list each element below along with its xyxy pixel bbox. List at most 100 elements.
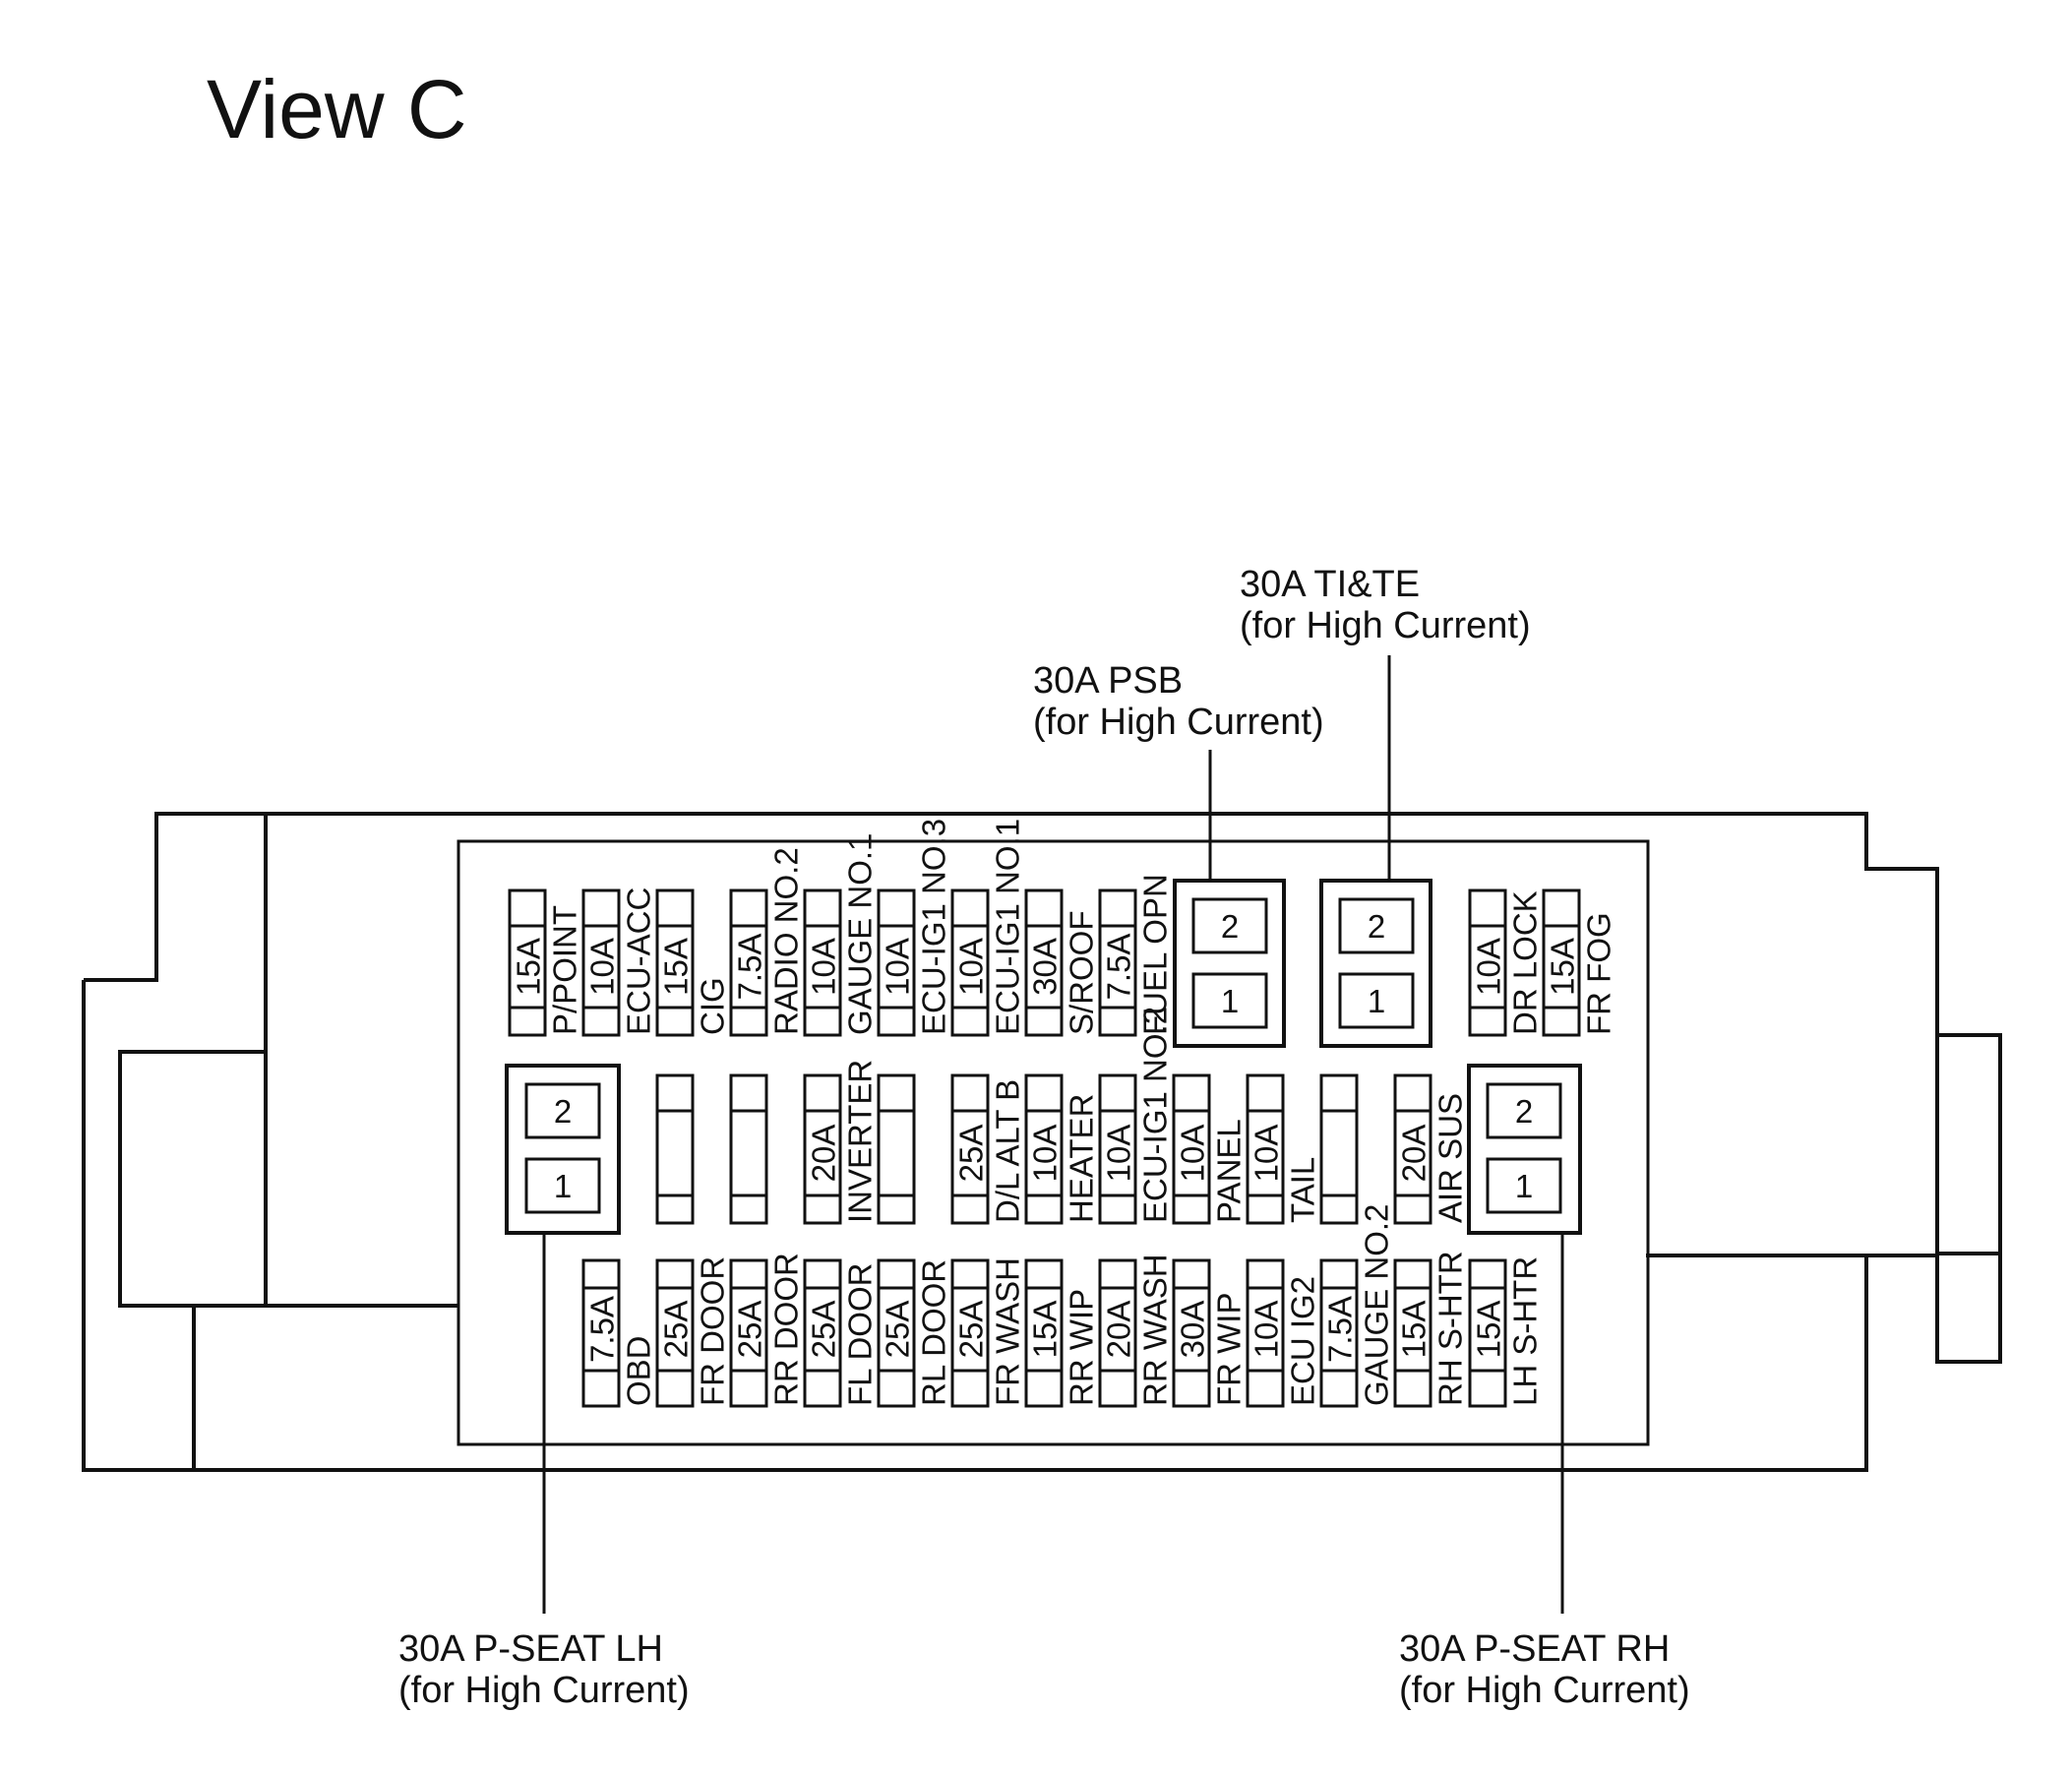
fuse-name-label: FR DOOR [695, 1256, 731, 1406]
view-title: View C [207, 63, 467, 155]
pseat-rh-relay[interactable]: 2 1 [1467, 1064, 1582, 1235]
relay-slot-1-number: 1 [554, 1168, 572, 1204]
fuse-name-label: RH S-HTR [1432, 1251, 1469, 1406]
fuse-name-label: ECU-ACC [621, 888, 657, 1035]
pseat-rh-callout-line2: (for High Current) [1399, 1670, 1690, 1711]
fuse-rating: 15A [1396, 1301, 1432, 1359]
fuse-box-housing [82, 812, 2002, 1472]
fuse-name-label: GAUGE NO.2 [1359, 1204, 1395, 1406]
relay-slot-1-number: 1 [1515, 1168, 1533, 1204]
fuse-name-label: FUEL OPN [1137, 874, 1174, 1035]
fuse-rating: 25A [732, 1301, 768, 1359]
fuse-spare-middle-2[interactable] [729, 1073, 768, 1225]
fuse-name-label: DR LOCK [1507, 890, 1544, 1035]
fuse-name-label: OBD [621, 1335, 657, 1406]
relay-slot-2-number: 2 [1221, 908, 1239, 945]
fuse-rating: 20A [1396, 1125, 1432, 1183]
fuse-rating: 15A [511, 938, 547, 996]
fuse-name-label: RR WIP [1064, 1289, 1100, 1406]
fuse-rating: 25A [658, 1301, 695, 1359]
fuse-name-label: HEATER [1064, 1094, 1100, 1223]
fuse-name-label: AIR SUS [1432, 1093, 1469, 1223]
fuse-name-label: INVERTER [842, 1060, 879, 1223]
fuse-rating: 15A [658, 938, 695, 996]
tite-callout: 30A TI&TE (for High Current) [1240, 564, 1531, 646]
fuse-name-label: TAIL [1285, 1157, 1321, 1223]
fuse-name-label: D/L ALT B [990, 1079, 1026, 1223]
pseat-rh-callout: 30A P-SEAT RH (for High Current) [1399, 1628, 1690, 1711]
tite-callout-line1: 30A TI&TE [1240, 564, 1420, 605]
fuse-name-label: FL DOOR [842, 1263, 879, 1406]
pseat-lh-relay[interactable]: 2 1 [505, 1064, 621, 1235]
fuse-name-label: FR FOG [1581, 912, 1617, 1035]
fuse-rating: 30A [1175, 1301, 1211, 1359]
fuse-spare-middle-1[interactable] [655, 1073, 695, 1225]
relay-slot-1-number: 1 [1368, 983, 1385, 1019]
pseat-lh-callout-line1: 30A P-SEAT LH [398, 1628, 663, 1670]
psb-callout-line1: 30A PSB [1033, 660, 1183, 702]
fuse-name-label: CIG [695, 977, 731, 1035]
pseat-lh-callout: 30A P-SEAT LH (for High Current) [398, 1628, 690, 1711]
fuse-rating: 30A [1027, 938, 1064, 996]
fuse-name-label: ECU-IG1 NO.1 [990, 819, 1026, 1035]
fuse-name-label: FR WASH [990, 1257, 1026, 1406]
fuse-rating: 10A [1101, 1125, 1137, 1183]
fuse-rating: 10A [1249, 1125, 1285, 1183]
fuse-rating: 10A [1249, 1301, 1285, 1359]
fuse-name-label: ECU IG2 [1285, 1276, 1321, 1406]
fuse-name-label: RR DOOR [768, 1253, 805, 1406]
fuse-rating: 10A [880, 938, 916, 996]
fuse-rating: 7.5A [584, 1296, 621, 1363]
fuse-name-label: LH S-HTR [1507, 1256, 1544, 1406]
fuse-spare-middle-4[interactable] [877, 1073, 916, 1225]
fuse-name-label: S/ROOF [1064, 910, 1100, 1035]
fuse-name-label: PANEL [1211, 1119, 1248, 1223]
fuse-spare-middle-10[interactable] [1319, 1073, 1359, 1225]
fuse-rating: 10A [1471, 938, 1507, 996]
fuse-name-label: RR WASH [1137, 1254, 1174, 1406]
fuse-rating: 20A [1101, 1301, 1137, 1359]
tite-relay[interactable]: 2 1 [1319, 879, 1432, 1048]
fuse-name-label: FR WIP [1211, 1293, 1248, 1406]
fuse-rating: 15A [1545, 938, 1581, 996]
relay-slot-1-number: 1 [1221, 983, 1239, 1019]
psb-relay[interactable]: 2 1 [1173, 879, 1286, 1048]
fuse-name-label: GAUGE NO.1 [842, 833, 879, 1035]
fuse-name-label: RL DOOR [916, 1259, 952, 1406]
relay-slot-2-number: 2 [554, 1093, 572, 1130]
